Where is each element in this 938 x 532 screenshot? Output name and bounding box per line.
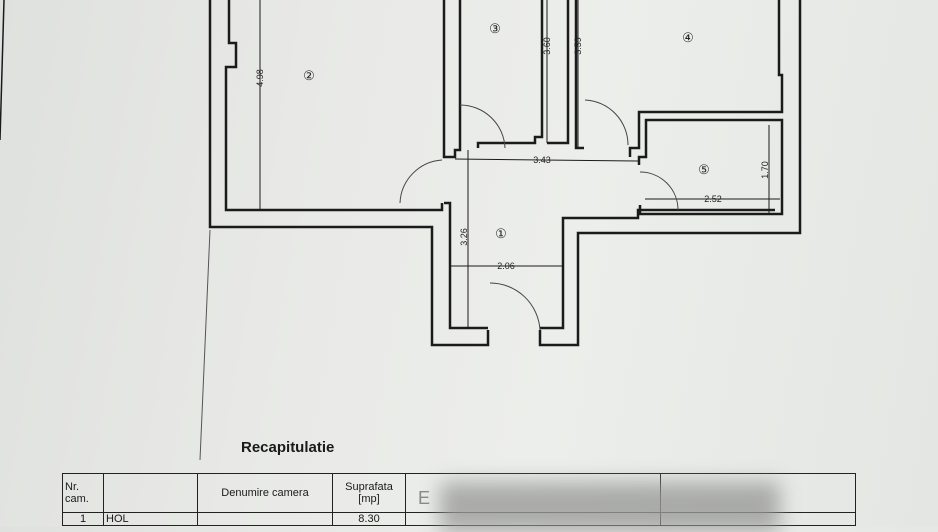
dim-room3: 3.60 xyxy=(542,37,552,55)
row-area: 8.30 xyxy=(332,512,406,526)
room2-wall xyxy=(224,0,444,212)
row-name: HOL xyxy=(103,512,198,526)
outer-wall-right xyxy=(538,0,802,347)
door-room4 xyxy=(584,99,629,146)
redacted-area xyxy=(440,482,780,532)
header-name: Denumire camera xyxy=(197,473,333,513)
room3-wall xyxy=(442,0,462,159)
header-nr: Nr. cam. xyxy=(62,473,104,513)
summary-title: Recapitulatie xyxy=(241,439,335,456)
door-room5 xyxy=(639,171,679,211)
door-entry xyxy=(489,282,541,331)
hall-wall-right xyxy=(540,208,775,330)
door-room2 xyxy=(399,159,443,204)
room3-right xyxy=(547,0,570,145)
room-label-2: ② xyxy=(303,68,315,83)
dim-room5-height: 1.70 xyxy=(760,161,770,179)
dim-room2: 4.98 xyxy=(255,69,265,87)
room-label-5: ⑤ xyxy=(698,162,710,177)
room3-wall-bottom xyxy=(476,0,544,148)
dim-entry-width: 2.06 xyxy=(497,261,515,271)
outer-wall xyxy=(208,0,490,347)
row-nr: 1 xyxy=(62,512,104,526)
room4-left xyxy=(574,0,584,150)
page-edge xyxy=(0,0,5,141)
dim-room5-width: 2.52 xyxy=(704,194,722,204)
room4-wall xyxy=(628,0,784,157)
room-label-4: ④ xyxy=(682,30,694,45)
page-border-line xyxy=(199,229,211,461)
dim-hall-height: 3.26 xyxy=(459,228,469,246)
room-label-3: ③ xyxy=(489,21,501,36)
header-spacer xyxy=(103,473,198,513)
header-area: Suprafata [mp] xyxy=(332,473,406,513)
dim-room4: 3.59 xyxy=(573,37,583,55)
room5-wall xyxy=(637,118,784,216)
door-room3 xyxy=(459,104,506,149)
dim-hall-width: 3.43 xyxy=(533,155,551,165)
row-spacer xyxy=(197,512,333,526)
room-label-1: ① xyxy=(495,226,507,241)
